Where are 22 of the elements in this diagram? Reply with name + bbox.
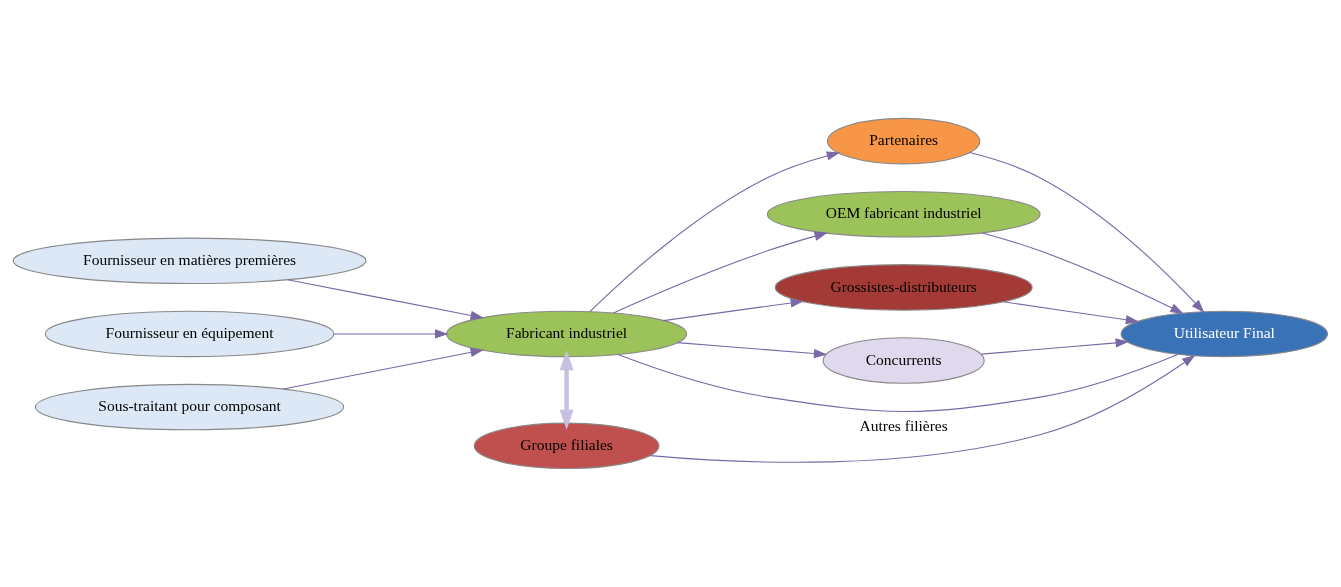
arrow [676,342,828,359]
node-ellipse: Groupe filiales [473,422,660,470]
arrow [980,338,1129,355]
arrow [1002,301,1140,325]
node-ellipse: OEM fabricant industriel [766,191,1041,238]
node-ellipse: Utilisateur Final [1120,310,1329,358]
arrow [282,347,484,390]
arrow [589,151,840,313]
arrow [663,298,804,322]
arrow [333,329,449,339]
arrow [981,232,1184,314]
node-ellipse: Concurrents [822,337,985,384]
arrow [287,279,484,321]
node-ellipse: Fournisseur en équipement [44,310,335,358]
arrow [649,354,1196,463]
arrow [969,152,1205,313]
connector [617,353,1179,413]
node-ellipse: Fournisseur en matières premières [12,237,367,285]
arrow [612,231,828,314]
node-ellipse: Sous-traitant pour composant [34,383,345,431]
edge-label: Autres filières [859,416,948,434]
arrow [559,350,574,430]
